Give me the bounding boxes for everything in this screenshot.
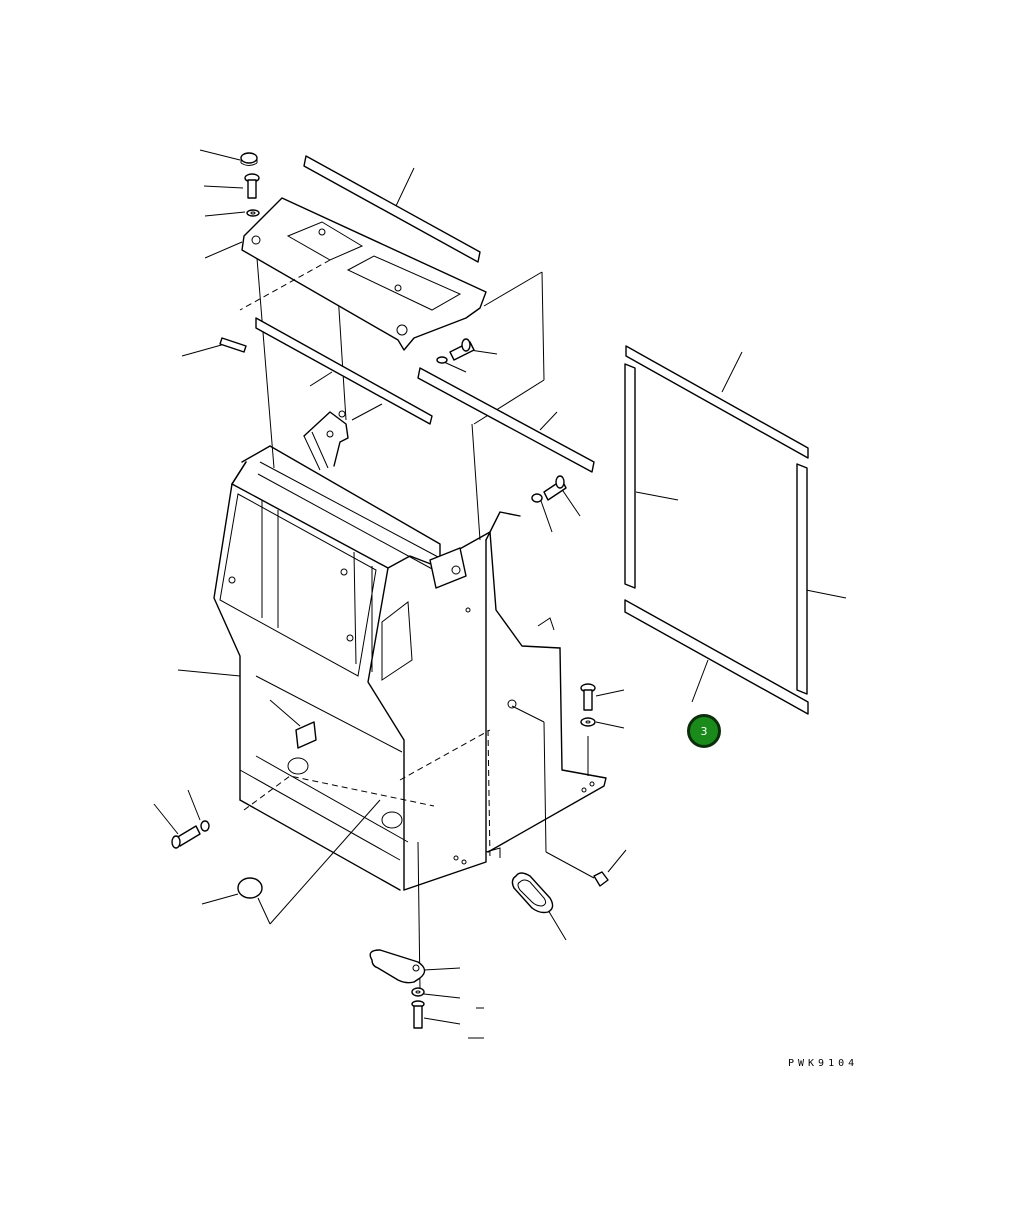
washer-lower-left	[200, 820, 210, 832]
drawing-code: PWK9104	[788, 1058, 859, 1069]
bolt-right	[531, 475, 567, 503]
top-seal-strip	[303, 155, 481, 263]
long-bar	[417, 367, 595, 473]
cap-lower-right	[593, 871, 609, 887]
middle-seal-strip	[255, 317, 433, 425]
pin	[219, 337, 247, 353]
plug	[237, 877, 263, 899]
bolt-bottom	[411, 1000, 425, 1029]
cap	[240, 152, 258, 166]
bottom-cover-plate	[369, 949, 426, 984]
leader-lines	[153, 149, 847, 1039]
top-cover-plate	[239, 197, 487, 351]
bolt-lower-right	[580, 683, 596, 711]
frame-seal-bottom	[624, 599, 809, 715]
callout-badge-label: 3	[700, 724, 708, 738]
washer-lower-right	[580, 717, 596, 727]
bolt-lower-left	[171, 825, 201, 849]
washer-bottom	[411, 987, 425, 997]
bolt-cover	[436, 338, 475, 364]
callout-badge[interactable]: 3	[687, 714, 721, 748]
grommet	[511, 872, 554, 914]
frame-seal-left	[624, 363, 636, 589]
washer-top	[246, 209, 260, 217]
frame-seal-right	[796, 463, 808, 695]
bolt-top	[244, 173, 260, 199]
frame-seal-top	[625, 345, 809, 459]
main-frame	[213, 410, 607, 891]
